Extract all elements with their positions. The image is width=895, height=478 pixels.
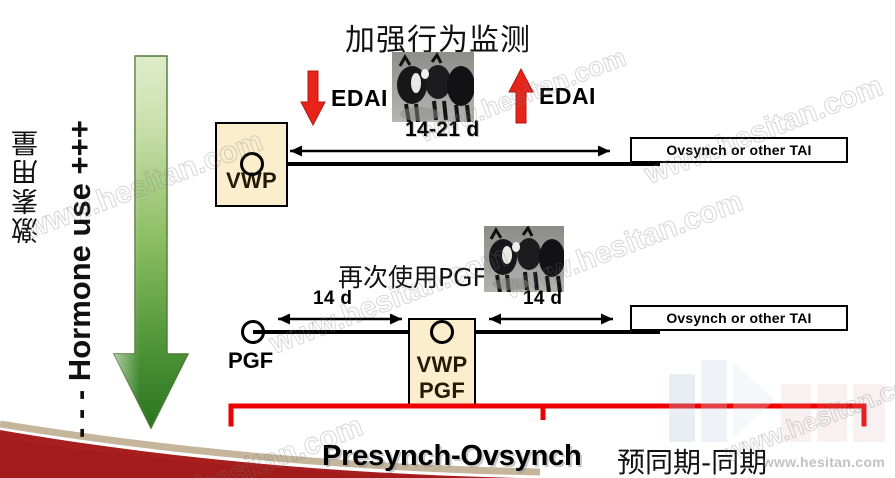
footer-title-english: Presynch-Ovsynch xyxy=(322,440,582,472)
decorative-swoosh xyxy=(0,420,541,478)
interval-arrow-bottom-right xyxy=(489,313,613,325)
interval-arrow-top xyxy=(290,145,610,157)
vwp-pgf-box: VWP PGF xyxy=(408,318,476,406)
edai-label-down: EDAI xyxy=(331,84,388,111)
watermark-text: www.hesitan.com xyxy=(640,69,888,191)
axis-label-english-text: - - - Hormone use +++ xyxy=(62,120,97,438)
vwp-pgf-node-circle xyxy=(430,320,454,344)
axis-label-english: - - - Hormone use +++ xyxy=(62,0,98,438)
pgf-node-label: PGF xyxy=(228,348,274,373)
axis-label-chinese: 激素用量 xyxy=(12,128,43,244)
cow-photo-bottom xyxy=(484,226,564,292)
ovsynch-box-top[interactable]: Ovsynch or other TAI xyxy=(630,137,848,163)
vwp-node-circle-top xyxy=(240,152,264,176)
interval-label-top: 14-21 d xyxy=(405,118,480,141)
ovsynch-box-bottom-label: Ovsynch or other TAI xyxy=(666,310,812,326)
presynch-ovsynch-bracket xyxy=(228,403,867,427)
edai-increase-group: EDAI xyxy=(508,68,596,124)
interval-arrow-bottom-left xyxy=(278,313,402,325)
edai-label-up: EDAI xyxy=(539,82,596,109)
ovsynch-box-top-label: Ovsynch or other TAI xyxy=(666,142,812,158)
vwp-pgf-box-label-2: PGF xyxy=(418,378,466,403)
red-up-arrow-icon xyxy=(508,68,534,124)
interval-label-bottom-left: 14 d xyxy=(313,288,353,309)
watermark-url: www.hesitan.com xyxy=(762,454,885,470)
timeline-baseline-top xyxy=(240,162,660,166)
ovsynch-box-bottom[interactable]: Ovsynch or other TAI xyxy=(630,305,848,331)
pgf-node-circle xyxy=(241,320,265,344)
edai-decrease-group: EDAI xyxy=(300,70,388,126)
interval-label-bottom-right: 14 d xyxy=(523,288,563,309)
cattle-illustration xyxy=(392,52,474,122)
cow-photo-top xyxy=(392,52,474,122)
red-down-arrow-icon xyxy=(300,70,326,126)
vwp-pgf-box-label-1: VWP xyxy=(416,352,468,377)
footer-title-chinese: 预同期-同期 xyxy=(617,446,768,478)
heading-repeat-pgf: 再次使用PGF xyxy=(338,263,487,292)
hormone-use-down-arrow-icon xyxy=(112,55,190,430)
cattle-illustration-2 xyxy=(484,226,564,292)
